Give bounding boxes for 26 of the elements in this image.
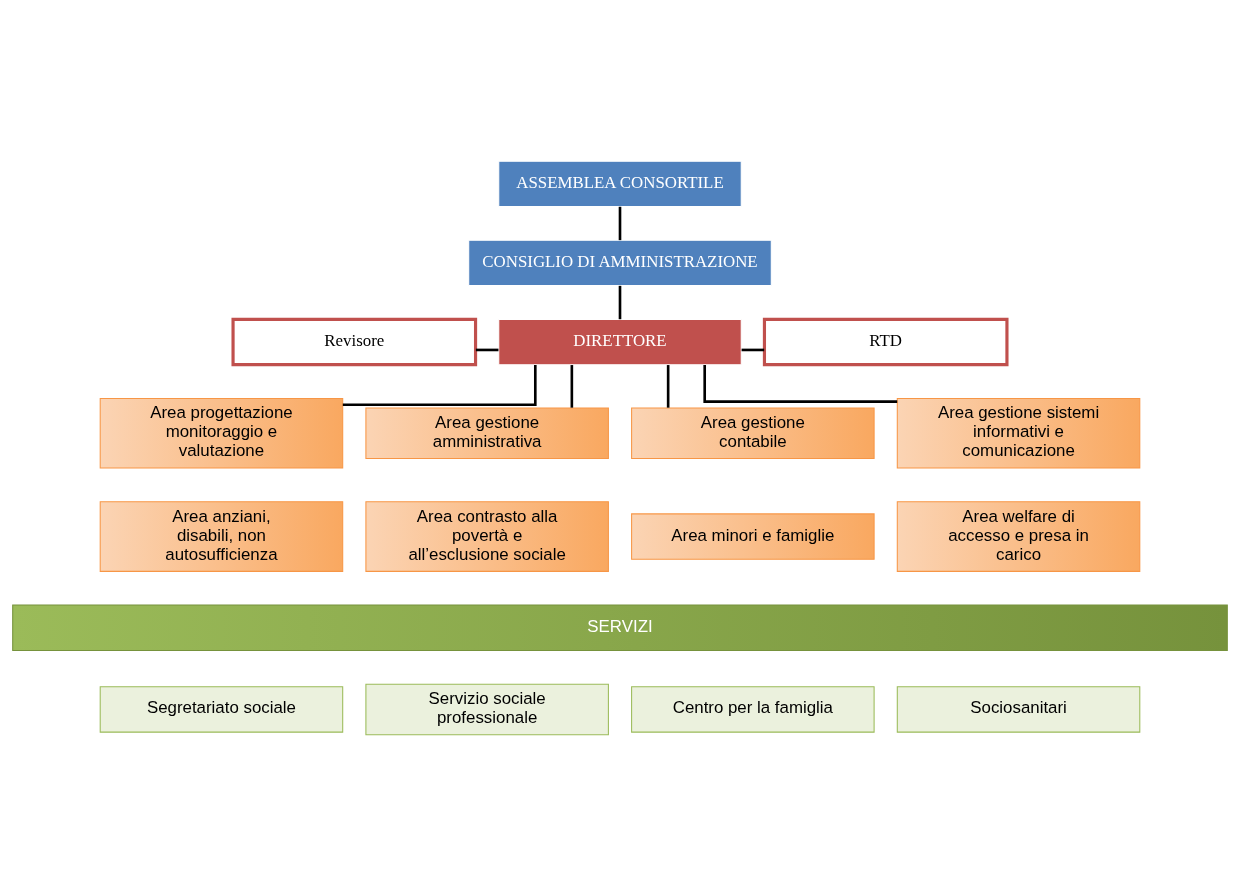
connector <box>570 365 574 408</box>
node-box: DIRETTORE <box>498 318 742 366</box>
connector <box>475 348 499 352</box>
connector <box>618 206 622 241</box>
node-box: Centro per la famiglia <box>631 686 875 733</box>
connector <box>666 365 670 408</box>
connector <box>703 364 898 403</box>
node-box: Servizio sociale professionale <box>365 683 609 736</box>
node-box: SERVIZI <box>12 604 1228 651</box>
node-box: Area gestione sistemi informativi e comunicazione <box>896 397 1141 469</box>
node-box: Area contrasto alla povertà e all’esclusione sociale <box>365 501 609 572</box>
node-box: Area minori e famiglie <box>631 513 875 560</box>
node-box: Area gestione amministrativa <box>365 407 609 460</box>
node-box: ASSEMBLEA CONSORTILE <box>498 160 742 208</box>
connector <box>342 365 537 407</box>
node-box: Segretariato sociale <box>99 686 344 733</box>
node-box: Revisore <box>231 317 478 367</box>
connector <box>618 285 622 320</box>
node-box: Area welfare di accesso e presa in carico <box>896 501 1141 572</box>
connector <box>741 348 765 352</box>
node-box: Sociosanitari <box>896 686 1141 733</box>
node-box: Area anziani, disabili, non autosufficienza <box>99 501 344 572</box>
node-box: Area gestione contabile <box>631 407 875 460</box>
node-box: Area progettazione monitoraggio e valutazione <box>99 397 344 469</box>
node-box: RTD <box>762 317 1009 367</box>
node-box: CONSIGLIO DI AMMINISTRAZIONE <box>468 239 772 287</box>
